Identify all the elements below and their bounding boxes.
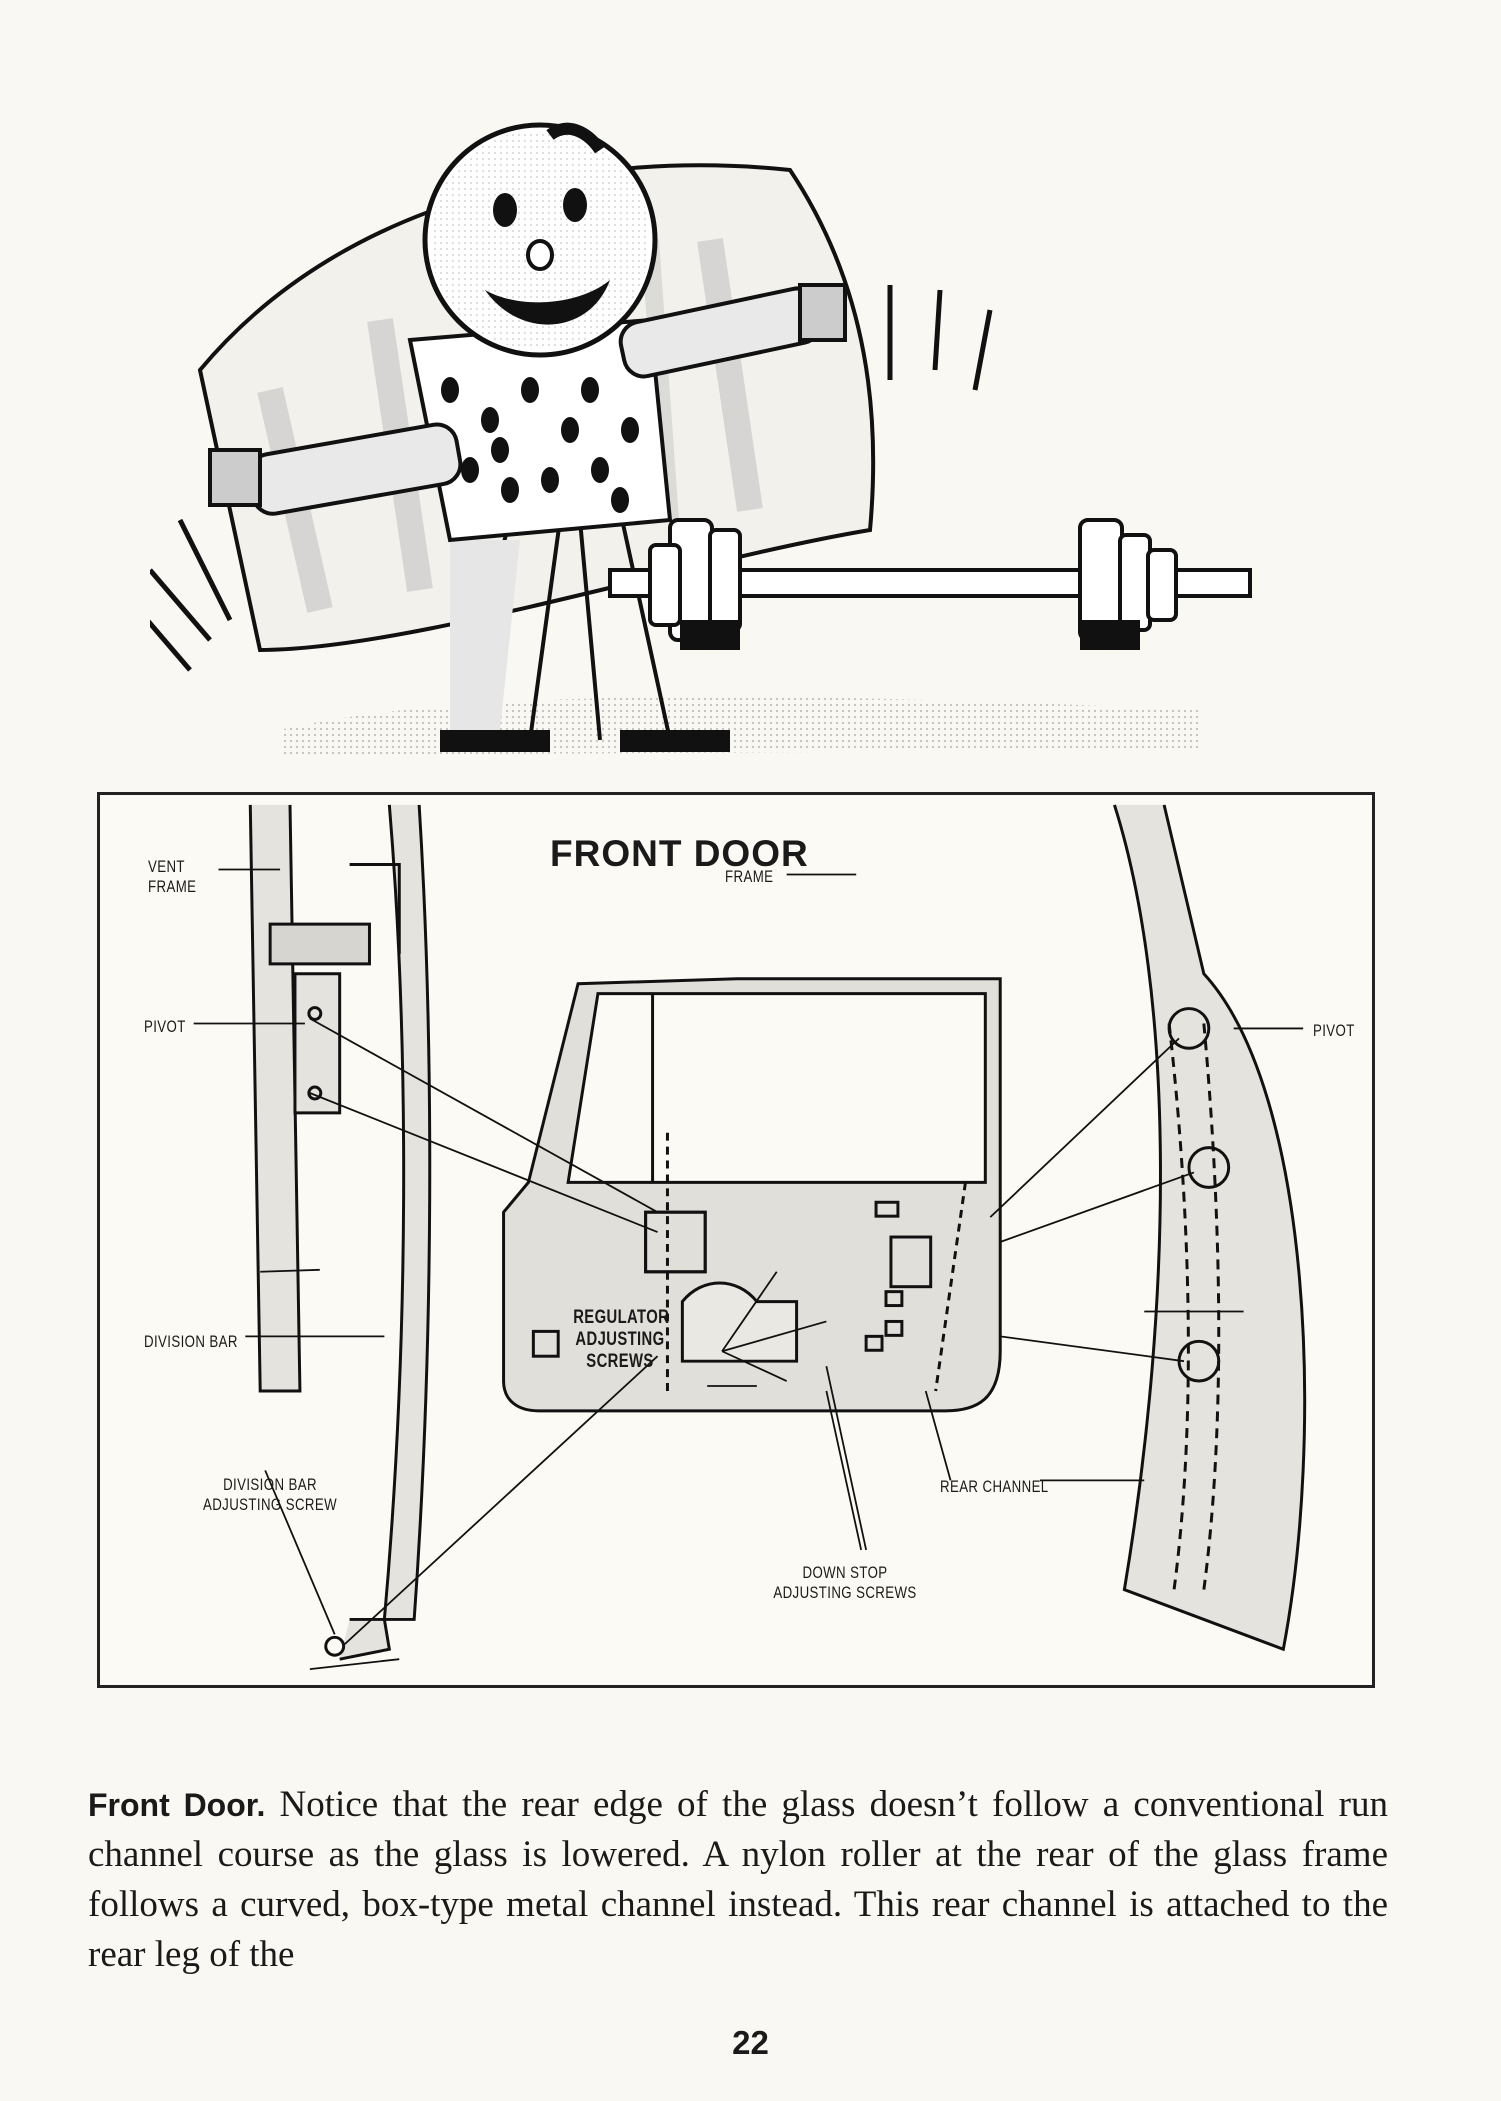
label-frame: FRAME [725, 867, 774, 886]
label-division-bar: DIVISION BAR [144, 1332, 238, 1351]
label-vent-frame: VENT FRAME [148, 857, 197, 896]
door-line-drawing [193, 804, 1307, 1670]
paragraph-lead: Front Door. [88, 1787, 266, 1823]
label-down-stop-adjusting-screws: DOWN STOP ADJUSTING SCREWS [773, 1563, 917, 1602]
label-pivot-left: PIVOT [144, 1017, 186, 1036]
paragraph-body: Notice that the rear edge of the glass d… [88, 1784, 1389, 1975]
label-division-bar-adjusting-screw: DIVISION BAR ADJUSTING SCREW [202, 1475, 338, 1514]
label-regulator-adjusting-screws: REGULATOR ADJUSTING SCREWS [573, 1307, 670, 1372]
cartoon-illustration [150, 122, 1252, 755]
body-paragraph: Front Door. Notice that the rear edge of… [88, 1780, 1388, 1980]
front-door-diagram: FRONT DOOR VENT FRAME PIVOT DIVISION BAR… [97, 792, 1375, 1688]
label-rear-channel: REAR CHANNEL [940, 1477, 1049, 1496]
page-number: 22 [732, 2024, 769, 2061]
label-pivot-right: PIVOT [1313, 1021, 1355, 1040]
diagram-title: FRONT DOOR [550, 833, 809, 874]
